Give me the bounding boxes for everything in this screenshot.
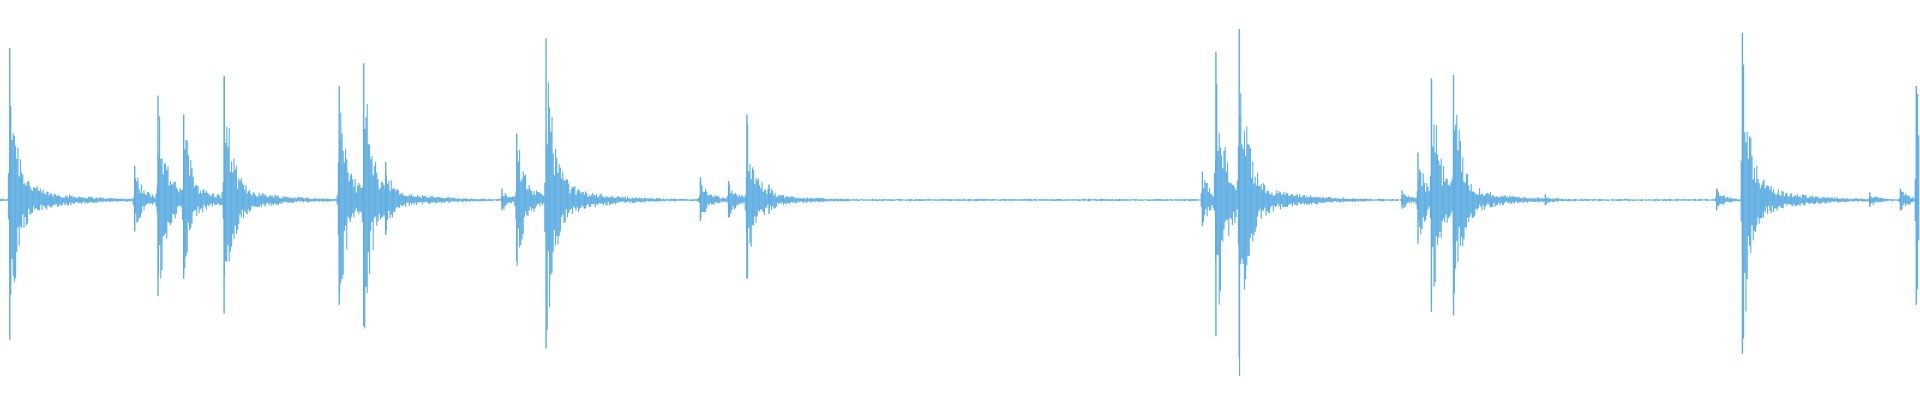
waveform-bars bbox=[0, 29, 1920, 376]
waveform-signal bbox=[0, 64, 1920, 376]
